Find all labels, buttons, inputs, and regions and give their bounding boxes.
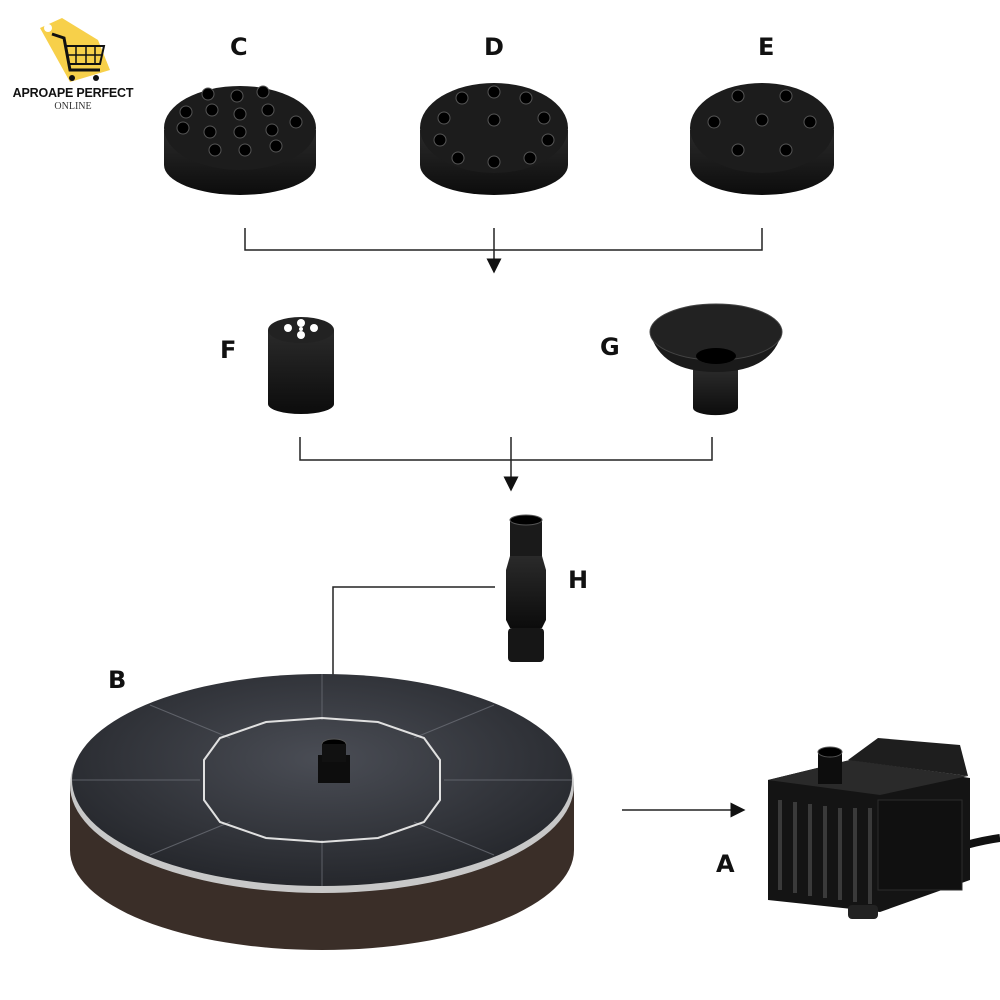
pump-a bbox=[768, 738, 1000, 919]
label-d: D bbox=[484, 33, 504, 61]
nozzle-e bbox=[690, 83, 834, 195]
brand-subtitle: ONLINE bbox=[54, 101, 92, 112]
label-g: G bbox=[600, 333, 620, 361]
nozzle-f bbox=[268, 317, 334, 414]
label-c: C bbox=[230, 33, 248, 61]
brand-logo bbox=[40, 18, 110, 82]
connector-lines-middle bbox=[299, 437, 713, 492]
label-e: E bbox=[758, 33, 774, 61]
nozzle-c bbox=[164, 85, 316, 195]
label-a: A bbox=[716, 850, 735, 878]
connector-lines-top bbox=[244, 228, 763, 274]
label-b: B bbox=[108, 666, 126, 694]
label-f: F bbox=[220, 336, 236, 364]
nozzle-d bbox=[420, 83, 568, 195]
extension-tube-h bbox=[506, 514, 546, 662]
solar-panel-b bbox=[70, 674, 574, 950]
brand-name: APROAPE PERFECT bbox=[12, 86, 134, 100]
brand-text: APROAPE PERFECT ONLINE bbox=[8, 86, 138, 112]
label-h: H bbox=[568, 566, 588, 594]
nozzle-g bbox=[649, 303, 783, 416]
